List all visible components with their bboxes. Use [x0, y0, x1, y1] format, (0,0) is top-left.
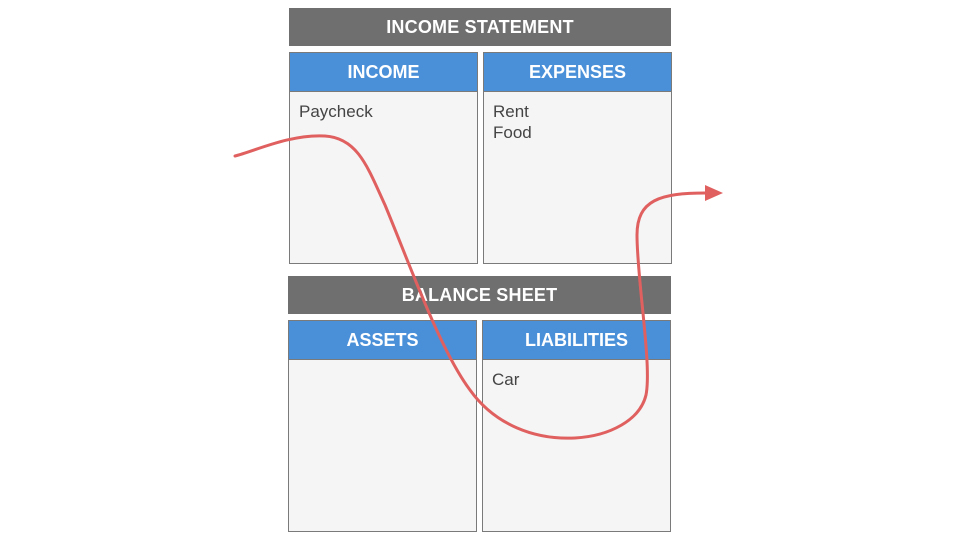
- expenses-header: EXPENSES: [484, 53, 671, 92]
- balance-sheet-header: BALANCE SHEET: [288, 276, 671, 314]
- assets-header: ASSETS: [289, 321, 476, 360]
- income-item-paycheck: Paycheck: [299, 102, 373, 121]
- income-box: INCOME Paycheck: [289, 52, 478, 264]
- expenses-item-food: Food: [493, 123, 532, 142]
- income-header: INCOME: [290, 53, 477, 92]
- assets-box: ASSETS: [288, 320, 477, 532]
- assets-items: [289, 360, 476, 378]
- income-statement-header: INCOME STATEMENT: [289, 8, 671, 46]
- expenses-box: EXPENSES Rent Food: [483, 52, 672, 264]
- expenses-items: Rent Food: [484, 92, 671, 152]
- cash-flow-arrowhead: [705, 185, 723, 201]
- expenses-item-rent: Rent: [493, 102, 529, 121]
- liabilities-item-car: Car: [492, 370, 520, 389]
- income-items: Paycheck: [290, 92, 477, 131]
- liabilities-box: LIABILITIES Car: [482, 320, 671, 532]
- liabilities-items: Car: [483, 360, 670, 399]
- liabilities-header: LIABILITIES: [483, 321, 670, 360]
